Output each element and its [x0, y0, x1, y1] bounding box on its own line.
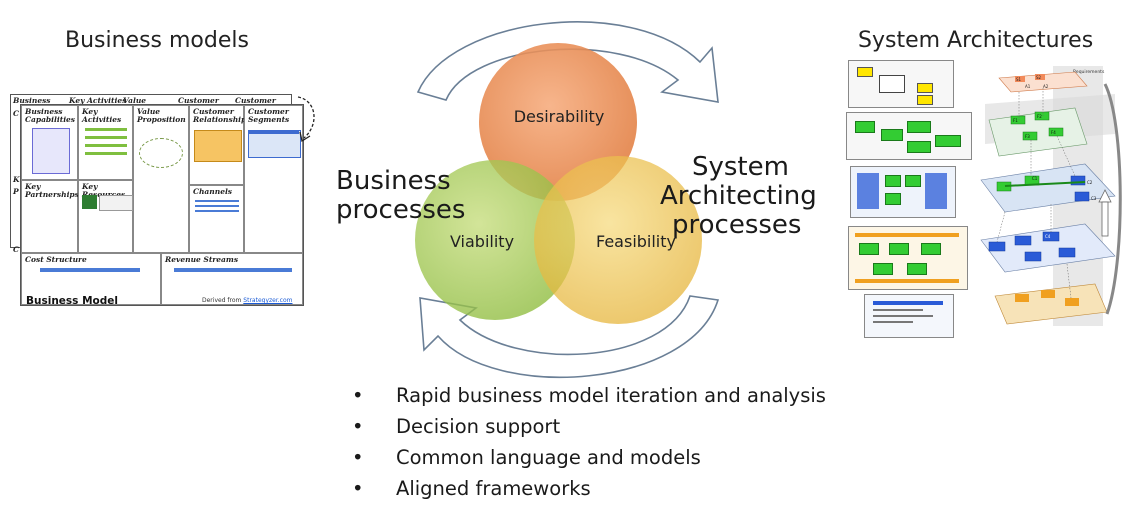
back-label-business: Business: [13, 96, 51, 105]
feasibility-circle: [534, 156, 702, 324]
viability-circle: [415, 160, 575, 320]
canvas-title: Business Model: [26, 295, 118, 307]
cell-label: Business Capabilities: [25, 107, 76, 124]
layer-cycle-arrow-icon: [1103, 83, 1122, 315]
cell-label: Key Activities: [82, 107, 122, 124]
arch-diagram-4: [848, 226, 968, 290]
list-item: • Rapid business model iteration and ana…: [352, 380, 826, 411]
cell-key-resources: Key Resources: [78, 180, 133, 253]
sheet-cycle-arrow-icon: [297, 96, 315, 143]
bullet-icon: •: [352, 446, 364, 469]
system-architecting-line1: System: [692, 152, 789, 182]
list-item: • Aligned frameworks: [352, 473, 826, 504]
system-architecting-line3: processes: [672, 210, 802, 240]
node-label-c3: C3: [1091, 196, 1097, 201]
cell-label: Revenue Streams: [165, 255, 239, 264]
node-label-f1: F1: [1013, 118, 1018, 123]
venn-diagram: Desirability Viability Feasibility: [415, 21, 720, 378]
desirability-label: Desirability: [514, 107, 605, 126]
bullet-icon: •: [352, 415, 364, 438]
cell-value-proposition: Value Proposition: [133, 105, 189, 253]
node-label-a1: A1: [1025, 84, 1031, 89]
node-label-c2: C2: [1087, 180, 1093, 185]
cell-customer-relationships: Customer Relationships: [189, 105, 250, 185]
business-models-heading: Business models: [65, 28, 249, 53]
node-label-f2: F2: [1037, 114, 1042, 119]
node-label-c4: C4: [1045, 234, 1051, 239]
business-model-canvas-stack: Business Key Activities Value Customer C…: [8, 92, 315, 312]
cell-label: Value Proposition: [137, 107, 186, 124]
bullet-text: Aligned frameworks: [396, 477, 591, 500]
node-label-s2: S2: [1036, 75, 1042, 80]
cell-cost-structure: Cost Structure: [21, 253, 161, 305]
bullet-text: Decision support: [396, 415, 561, 438]
bottom-cycle-arrow-icon: [419, 295, 720, 378]
business-processes-label: Business processes: [336, 167, 465, 225]
back-label-customer-2: Customer: [235, 96, 276, 105]
system-architecting-processes-label: System Architecting processes: [660, 153, 817, 240]
canvas-credit: Derived from Strategyzer.com: [202, 297, 292, 304]
architecture-diagram-stack: [844, 60, 974, 340]
node-label-s1: S1: [1016, 77, 1022, 82]
bullet-text: Common language and models: [396, 446, 701, 469]
back-side-letter: C: [13, 245, 19, 254]
cell-key-activities: Key Activities: [78, 105, 133, 180]
back-label-value: Value: [123, 96, 147, 105]
arch-diagram-1: [848, 60, 954, 108]
cell-label: Key Partnerships: [25, 182, 79, 199]
back-side-letter: P: [13, 187, 19, 196]
canvas-credit-prefix: Derived from: [202, 297, 242, 304]
node-label-a2: A2: [1043, 84, 1049, 89]
list-item: • Common language and models: [352, 442, 826, 473]
back-side-letter: K: [13, 175, 20, 184]
business-processes-line1: Business: [336, 166, 451, 196]
cell-label: Key Resources: [82, 182, 125, 199]
viability-label: Viability: [450, 232, 514, 251]
back-side-letter: C: [13, 109, 19, 118]
cell-label: Customer Relationships: [193, 107, 251, 124]
cell-customer-segments: Customer Segments: [244, 105, 303, 253]
cell-revenue-streams: Revenue Streams: [161, 253, 303, 305]
cell-label: Customer Segments: [248, 107, 290, 124]
node-label-f3: F3: [1025, 134, 1030, 139]
cell-channels: Channels: [189, 185, 244, 253]
cell-label: Channels: [193, 187, 233, 196]
cell-label: Cost Structure: [25, 255, 87, 264]
list-item: • Decision support: [352, 411, 826, 442]
bullet-icon: •: [352, 384, 364, 407]
back-label-key-activities: Key Activities: [69, 96, 127, 105]
node-label-c1: C1: [1032, 176, 1038, 181]
arch-diagram-2: [846, 112, 972, 160]
business-processes-line2: processes: [336, 195, 466, 225]
cell-business-capabilities: Business Capabilities: [21, 105, 78, 180]
benefits-list: • Rapid business model iteration and ana…: [352, 380, 826, 504]
layered-architecture-diagram: Requirements S1 S2 A1 A2 F1 F2 F3 F4 C1 …: [980, 66, 1122, 326]
top-cycle-arrow-icon: [416, 21, 719, 103]
bullet-text: Rapid business model iteration and analy…: [396, 384, 826, 407]
cell-key-partnerships: Key Partnerships: [21, 180, 79, 253]
system-architecting-line2: Architecting: [660, 181, 817, 211]
arch-diagram-3: [850, 166, 956, 218]
feasibility-label: Feasibility: [596, 232, 676, 251]
business-model-canvas: Business Capabilities Key Partnerships K…: [20, 104, 304, 306]
system-architectures-heading: System Architectures: [858, 28, 1094, 53]
canvas-credit-link[interactable]: Strategyzer.com: [243, 297, 293, 304]
back-label-customer-1: Customer: [178, 96, 219, 105]
node-label-f4: F4: [1051, 130, 1056, 135]
layer-label-requirements: Requirements: [1073, 69, 1105, 75]
arch-diagram-5: [864, 294, 954, 338]
bullet-icon: •: [352, 477, 364, 500]
